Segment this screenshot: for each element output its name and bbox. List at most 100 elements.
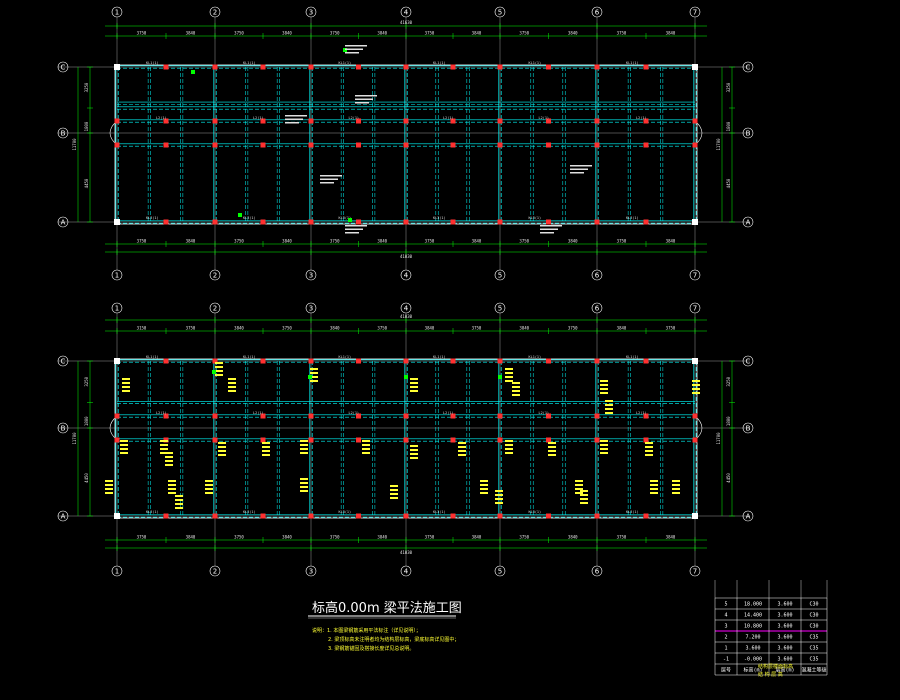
rebar-annotation	[410, 453, 418, 455]
callout-text	[345, 228, 363, 230]
column	[546, 358, 551, 364]
beam-label: KL3(1)	[243, 216, 256, 220]
rebar-annotation	[120, 448, 128, 450]
dim-value-bottom: 3750	[234, 535, 244, 540]
column	[114, 437, 120, 443]
beam-label: KL1(1)	[529, 61, 542, 65]
column	[308, 437, 314, 443]
corner-column	[692, 64, 698, 70]
column	[594, 413, 600, 419]
dim-value-bottom: 3750	[234, 239, 244, 244]
rebar-annotation	[650, 492, 658, 494]
column	[356, 118, 361, 124]
dim-value-top: 3840	[425, 326, 435, 331]
rebar-annotation	[605, 412, 613, 414]
rebar-annotation	[215, 374, 223, 376]
axis-bubble	[400, 269, 412, 281]
beam-label: KL3(1)	[339, 216, 352, 220]
rebar-annotation	[410, 457, 418, 459]
note-line-3: 3. 梁钢筋锚固及搭接长度详见总说明。	[328, 645, 414, 652]
table-cell: 3.600	[777, 613, 792, 619]
rebar-annotation	[458, 446, 466, 448]
dim-value-top: 3840	[472, 31, 482, 36]
dim-value-bottom: 3840	[666, 535, 676, 540]
table-cell: 层高(m)	[775, 667, 794, 674]
column	[260, 413, 266, 419]
dim-value-top: 3150	[137, 326, 147, 331]
column	[546, 64, 551, 70]
column	[308, 64, 314, 70]
axis-bubble	[111, 269, 123, 281]
rebar-annotation	[645, 442, 653, 444]
rebar-annotation	[165, 464, 173, 466]
table-cell: 2	[724, 635, 727, 641]
rebar-annotation	[505, 452, 513, 454]
beam-label: KL1(1)	[626, 61, 639, 65]
dim-value-bottom: 3750	[519, 535, 529, 540]
axis-bubble	[400, 302, 412, 314]
axis-bubble	[57, 61, 69, 73]
column	[260, 219, 266, 225]
column	[497, 413, 503, 419]
column	[546, 142, 551, 148]
vertical-dim: 1800	[84, 416, 89, 426]
section-marker	[404, 375, 408, 379]
dim-value-bottom: 3840	[472, 239, 482, 244]
beam-label: L2(1)	[636, 116, 647, 120]
callout-text	[355, 95, 377, 97]
rebar-annotation	[575, 484, 583, 486]
axis-label: 6	[595, 568, 600, 576]
beam-label: KL3(1)	[529, 510, 542, 514]
callout-text	[285, 118, 303, 120]
callout-text	[540, 232, 554, 234]
vertical-dim: 1800	[726, 416, 731, 426]
axis-label: 3	[309, 568, 313, 576]
column	[403, 64, 409, 70]
rebar-annotation	[495, 498, 503, 500]
axis-bubble	[305, 302, 317, 314]
rebar-annotation	[512, 390, 520, 392]
rebar-annotation	[645, 446, 653, 448]
dim-value-bottom: 3750	[425, 239, 435, 244]
column	[356, 513, 361, 519]
column	[497, 142, 503, 148]
column	[260, 358, 266, 364]
rebar-annotation	[580, 490, 588, 492]
section-marker	[498, 375, 502, 379]
corner-column	[114, 358, 120, 364]
vertical-dim: 1800	[84, 121, 89, 131]
column	[450, 118, 456, 124]
column	[546, 437, 551, 443]
column	[643, 219, 649, 225]
dim-value-bottom: 3750	[425, 535, 435, 540]
beam-label: KL1(1)	[146, 355, 159, 359]
vertical-dim: 4450	[726, 178, 731, 188]
beam-label: KL1(1)	[339, 61, 352, 65]
rebar-annotation	[600, 444, 608, 446]
axis-bubble	[494, 565, 506, 577]
vertical-dim-total: 11700	[716, 138, 721, 151]
axis-bubble	[305, 565, 317, 577]
dim-value-bottom: 3750	[330, 535, 340, 540]
dim-value-top: 3750	[472, 326, 482, 331]
dim-value-bottom: 3840	[282, 535, 292, 540]
overall-dim-top: 41630	[400, 20, 413, 25]
callout-text	[570, 172, 584, 174]
rebar-annotation	[480, 484, 488, 486]
section-marker	[348, 218, 352, 222]
rebar-annotation	[362, 448, 370, 450]
column	[163, 142, 169, 148]
column	[497, 64, 503, 70]
note-line-1: 说明：1. 本图梁钢筋采用平法标注（详见说明）；	[312, 627, 421, 634]
beam-label: L2(1)	[443, 116, 454, 120]
axis-bubble	[742, 127, 754, 139]
axis-bubble	[57, 422, 69, 434]
rebar-annotation	[120, 444, 128, 446]
rebar-annotation	[650, 480, 658, 482]
axis-label: 6	[595, 305, 600, 313]
callout-text	[540, 225, 562, 227]
rebar-annotation	[122, 382, 130, 384]
rebar-annotation	[165, 452, 173, 454]
